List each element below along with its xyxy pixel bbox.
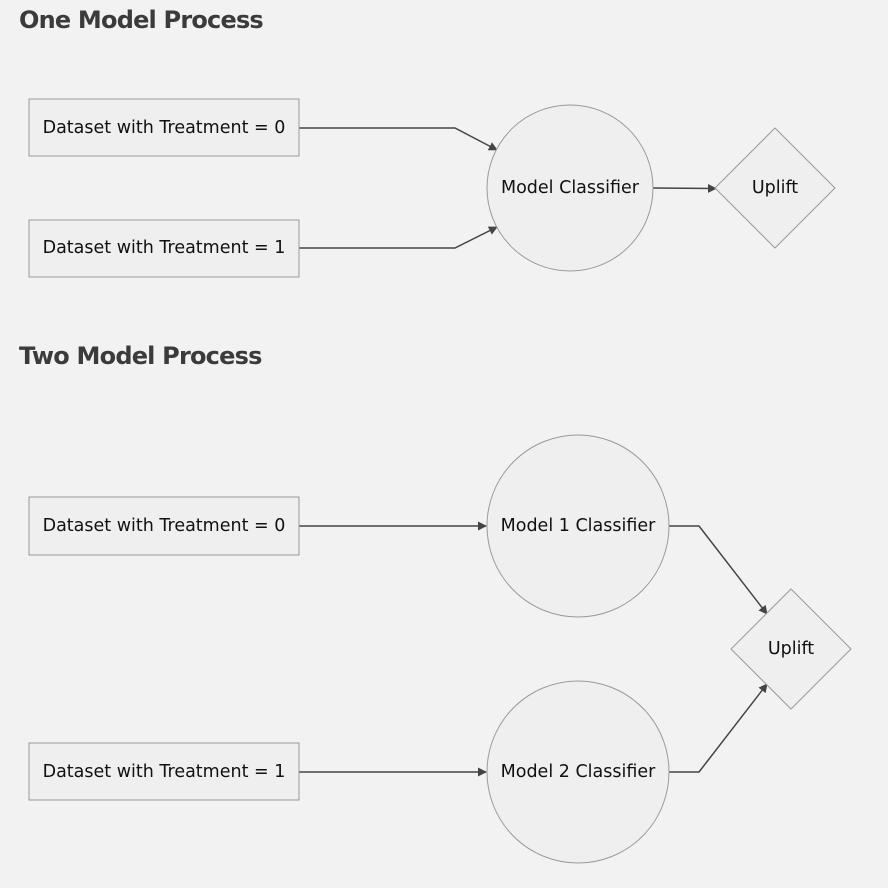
edge-dataset-0-to-model-classifier [299, 127, 498, 151]
edges [299, 521, 768, 777]
dataset-label: Dataset with Treatment = 0 [43, 118, 286, 138]
dataset-box [28, 98, 300, 157]
edge-model-2-to-uplift [669, 683, 768, 773]
classifier-label: Model Classifier [501, 178, 640, 198]
dataset-box [28, 742, 300, 801]
node-model-2-classifier: Model 2 Classifier [486, 680, 670, 864]
uplift-diamond [714, 127, 836, 249]
dataset-box [28, 496, 300, 556]
two-model-diagram: Dataset with Treatment = 0 Dataset with … [28, 434, 852, 864]
edge-dataset-1-to-model-classifier [299, 226, 498, 249]
node-dataset-treatment-0: Dataset with Treatment = 0 [28, 98, 300, 157]
node-model-1-classifier: Model 1 Classifier [486, 434, 670, 618]
dataset-label: Dataset with Treatment = 1 [43, 762, 286, 782]
node-dataset-treatment-0: Dataset with Treatment = 0 [28, 496, 300, 556]
node-uplift: Uplift [730, 588, 852, 710]
uplift-diamond [730, 588, 852, 710]
classifier-label: Model 2 Classifier [501, 762, 656, 782]
node-dataset-treatment-1: Dataset with Treatment = 1 [28, 742, 300, 801]
classifier-circle [486, 680, 670, 864]
edge-model-classifier-to-uplift [651, 183, 717, 193]
node-uplift: Uplift [714, 127, 836, 249]
dataset-box [28, 219, 300, 278]
one-model-process-title: One Model Process [19, 6, 264, 34]
classifier-label: Model 1 Classifier [501, 516, 656, 536]
classifier-circle [486, 104, 654, 272]
two-model-process-title: Two Model Process [19, 342, 262, 370]
node-dataset-treatment-1: Dataset with Treatment = 1 [28, 219, 300, 278]
classifier-circle [486, 434, 670, 618]
one-model-diagram: Dataset with Treatment = 0 Dataset with … [28, 98, 836, 278]
dataset-label: Dataset with Treatment = 1 [43, 238, 286, 258]
edge-model-1-to-uplift [669, 525, 768, 615]
uplift-label: Uplift [752, 178, 798, 198]
node-model-classifier: Model Classifier [486, 104, 654, 272]
uplift-label: Uplift [768, 639, 814, 659]
edges [299, 127, 717, 249]
dataset-label: Dataset with Treatment = 0 [43, 516, 286, 536]
